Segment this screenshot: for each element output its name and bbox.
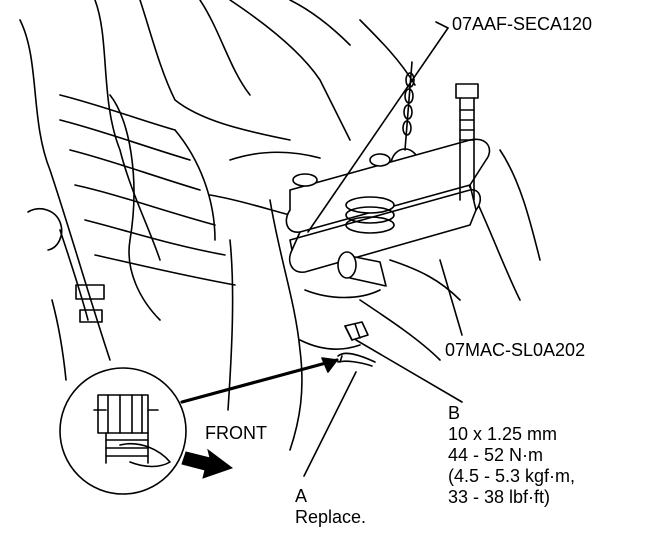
ball-joint-remover-icon [285, 83, 491, 287]
part-b-torque-lbfft: 33 - 38 lbf·ft) [448, 487, 551, 507]
part-b-size: 10 x 1.25 mm [448, 424, 558, 444]
part-b-callout: B 10 x 1.25 mm 44 - 52 N·m (4.5 - 5.3 kg… [448, 403, 575, 508]
castle-nut-icon [344, 321, 369, 341]
part-a-letter: A [295, 486, 308, 506]
cotter-pin-icon [337, 352, 376, 367]
inset-pointer-line [180, 358, 339, 404]
leader-lines [303, 21, 463, 477]
tool-label-seca120: 07AAF-SECA120 [452, 14, 593, 34]
front-label: FRONT [205, 423, 267, 443]
tool-label-sl0a202: 07MAC-SL0A202 [445, 340, 586, 360]
part-a-callout: A Replace. [295, 486, 366, 528]
inset-pointer-arrowhead [321, 357, 338, 373]
suspension-background [19, 0, 541, 451]
part-b-letter: B [448, 403, 461, 423]
part-b-torque-nm: 44 - 52 N·m [448, 445, 544, 465]
part-a-note: Replace. [295, 507, 367, 527]
front-arrow-icon [181, 448, 234, 479]
part-b-torque-kgfm: (4.5 - 5.3 kgf·m, [448, 466, 576, 486]
inset-detail [59, 367, 187, 495]
